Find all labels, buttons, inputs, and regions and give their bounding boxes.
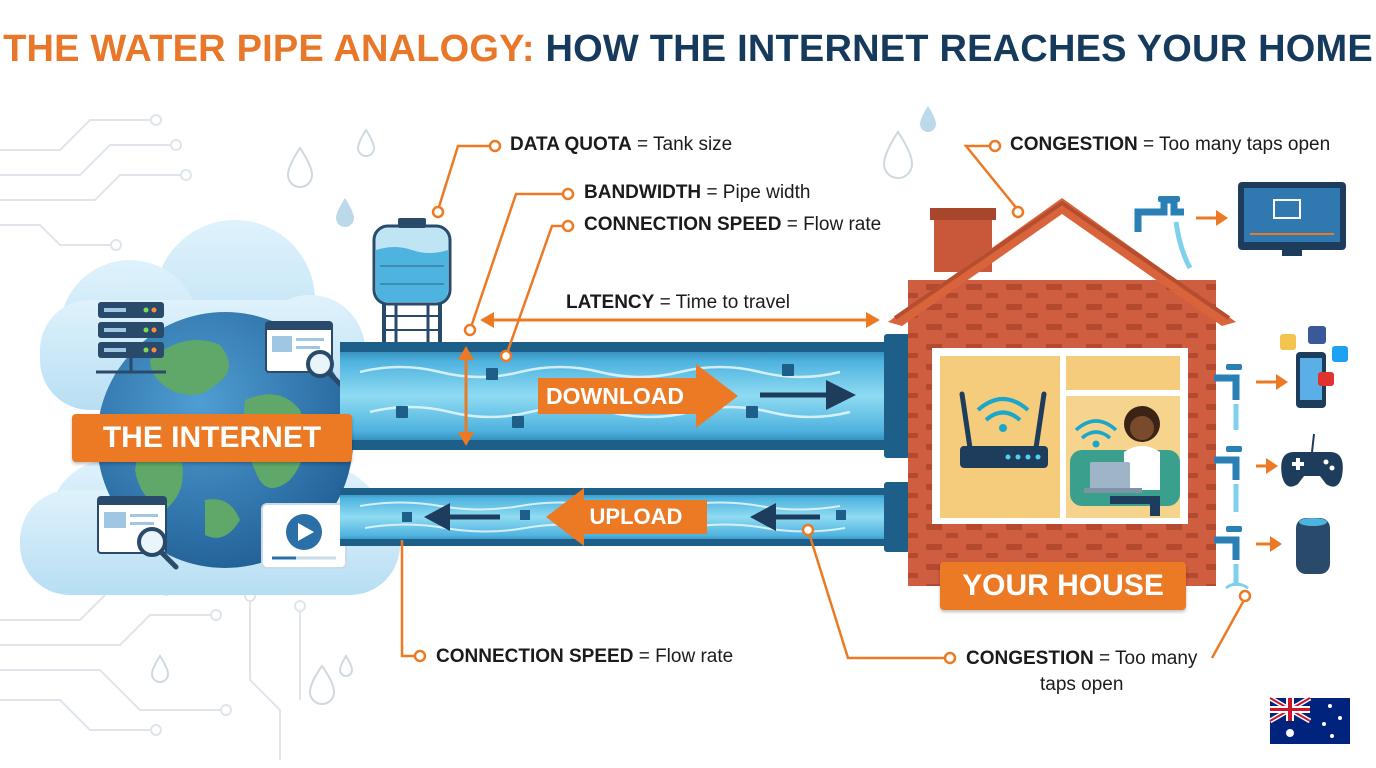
data-quota-meaning: = Tank size: [637, 134, 733, 155]
user-icon: [1280, 334, 1296, 350]
page-title: THE WATER PIPE ANALOGY: HOW THE INTERNET…: [0, 28, 1376, 71]
water-tank-icon: [372, 218, 452, 342]
server-icon: [96, 302, 166, 374]
internet-label: THE INTERNET: [72, 414, 352, 462]
upload-label: UPLOAD: [589, 504, 683, 529]
youtube-icon: [1318, 372, 1334, 386]
router-icon: [959, 391, 1048, 468]
connection-speed-top-meaning: = Flow rate: [786, 214, 882, 235]
title-part-2: HOW THE INTERNET REACHES YOUR HOME: [545, 28, 1373, 70]
download-pipe-coupling: [884, 334, 910, 458]
phone-icon: [1296, 352, 1326, 408]
latency-arrow: [480, 312, 880, 328]
annotation-dots: [413, 139, 1252, 665]
upload-arrow-shape: [546, 488, 707, 546]
water-drop-decoration: [920, 106, 936, 132]
tv-icon: [1238, 182, 1346, 256]
title-part-1: THE WATER PIPE ANALOGY:: [3, 28, 535, 70]
data-quota-annotation: DATA QUOTA = Tank size: [510, 134, 732, 156]
bandwidth-measure-arrow: [458, 346, 474, 446]
latency-meaning: = Time to travel: [659, 292, 791, 313]
latency-term: LATENCY: [566, 292, 655, 313]
social-icons: [1280, 326, 1348, 386]
connection-speed-bottom-meaning: = Flow rate: [638, 646, 734, 667]
upload-pipe-coupling: [884, 482, 910, 552]
facebook-icon: [1308, 326, 1326, 344]
person-laptop-icon: [1070, 406, 1180, 516]
connection-speed-top-term: CONNECTION SPEED: [584, 214, 782, 235]
congestion-top-term: CONGESTION: [1010, 134, 1138, 155]
connection-speed-bottom-annotation: CONNECTION SPEED = Flow rate: [436, 646, 733, 668]
congestion-bottom-term: CONGESTION: [966, 648, 1094, 669]
connection-speed-top-annotation: CONNECTION SPEED = Flow rate: [584, 214, 881, 236]
tap-to-phone: [1214, 364, 1288, 430]
bandwidth-annotation: BANDWIDTH = Pipe width: [584, 182, 810, 204]
gamepad-icon: [1281, 433, 1343, 487]
bandwidth-meaning: = Pipe width: [706, 182, 811, 203]
water-drop-decoration: [336, 198, 354, 227]
water-drops-decoration: [150, 128, 914, 705]
tap-to-gamepad: [1214, 446, 1278, 512]
australia-flag-icon: [1268, 695, 1350, 744]
video-player-icon: [261, 503, 347, 569]
house-label: YOUR HOUSE: [940, 562, 1186, 610]
smart-speaker-icon: [1296, 518, 1330, 574]
bandwidth-term: BANDWIDTH: [584, 182, 702, 203]
congestion-bottom-meaning: = Too many: [1099, 648, 1198, 669]
download-arrow-shape: [538, 364, 738, 428]
twitter-icon: [1332, 346, 1348, 362]
connection-speed-bottom-term: CONNECTION SPEED: [436, 646, 634, 667]
congestion-top-annotation: CONGESTION = Too many taps open: [1010, 134, 1330, 156]
congestion-top-meaning: = Too many taps open: [1143, 134, 1331, 155]
latency-annotation: LATENCY = Time to travel: [566, 292, 790, 314]
download-label: DOWNLOAD: [546, 383, 684, 409]
data-quota-term: DATA QUOTA: [510, 134, 632, 155]
tap-to-tv: [1134, 196, 1228, 270]
browser-search-icon: [97, 496, 179, 570]
congestion-bottom-meaning-line2: taps open: [1039, 674, 1124, 695]
annotation-leader-lines: [400, 144, 1246, 660]
circuit-traces-decoration: [0, 114, 306, 760]
tap-to-speaker: [1214, 526, 1282, 590]
congestion-bottom-annotation: CONGESTION = Too many taps open: [966, 646, 1197, 698]
web-search-icon: [265, 321, 346, 390]
